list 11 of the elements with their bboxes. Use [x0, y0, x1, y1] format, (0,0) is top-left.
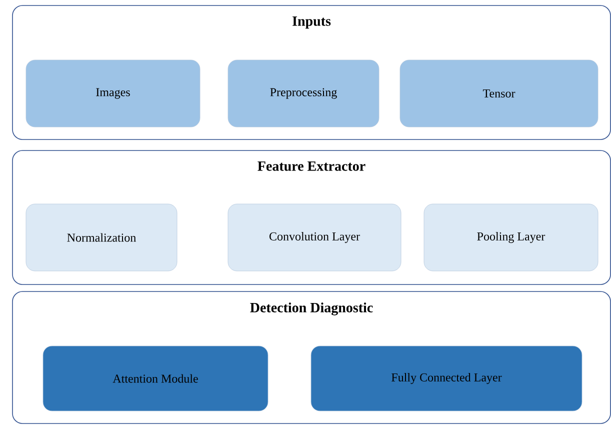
panel-title: Feature Extractor — [258, 162, 366, 171]
layer-box: Pooling Layer — [424, 204, 598, 272]
panel-title: Inputs — [292, 16, 331, 29]
layer-box: Attention Module — [42, 346, 268, 412]
layer-box: Fully Connected Layer — [310, 346, 582, 412]
layer-box: Tensor — [400, 60, 598, 128]
layer-box: Preprocessing — [228, 60, 380, 128]
panel-title: Detection Diagnostic — [250, 302, 373, 316]
layer-box: Images — [26, 60, 200, 128]
layer-box: Normalization — [26, 204, 178, 272]
layer-box: Convolution Layer — [228, 204, 402, 272]
